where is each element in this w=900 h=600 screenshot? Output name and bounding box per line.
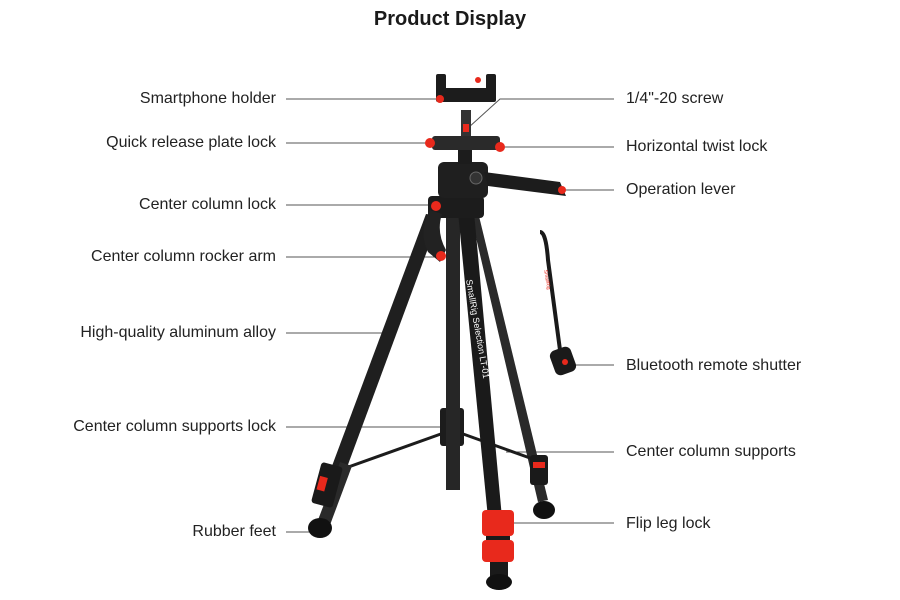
- rocker-arm: [423, 210, 446, 262]
- pan-head: [438, 162, 488, 198]
- tripod-illustration: SmallRig Selection LT-01 SmallRig: [308, 74, 577, 590]
- center-column: [446, 210, 460, 490]
- label-center-column-supports-lock: Center column supports lock: [73, 418, 276, 435]
- screw: [461, 110, 471, 136]
- left-foot: [308, 518, 332, 538]
- back-leg: [470, 212, 548, 502]
- label-center-column-rocker-arm: Center column rocker arm: [91, 248, 276, 265]
- left-leg: [332, 214, 440, 470]
- right-leader-lines: [467, 98, 614, 524]
- quick-release-plate: [432, 136, 500, 150]
- back-foot: [533, 501, 555, 519]
- leader-screw: [467, 98, 614, 129]
- label-flip-leg-lock: Flip leg lock: [626, 515, 711, 532]
- svg-text:SmallRig: SmallRig: [542, 269, 551, 290]
- front-foot: [486, 574, 512, 590]
- label-smartphone-holder: Smartphone holder: [139, 90, 276, 107]
- top-collar: [428, 196, 484, 218]
- smartphone-holder: [440, 88, 492, 102]
- label-rubber-feet: Rubber feet: [192, 523, 276, 540]
- back-leg-lock: [530, 455, 548, 485]
- label-horizontal-twist-lock: Horizontal twist lock: [626, 138, 768, 155]
- label-bluetooth-remote-shutter: Bluetooth remote shutter: [626, 357, 802, 374]
- remote-strap: [539, 230, 562, 351]
- left-leader-lines: [286, 98, 448, 533]
- flip-lock-upper: [482, 510, 514, 536]
- diagram-title: Product Display: [373, 8, 527, 30]
- label-quick-release-plate-lock: Quick release plate lock: [106, 134, 276, 151]
- label-center-column-lock: Center column lock: [139, 196, 276, 213]
- left-leg-lock: [311, 462, 343, 508]
- label-center-column-supports: Center column supports: [626, 443, 796, 460]
- label-aluminum-alloy: High-quality aluminum alloy: [80, 324, 276, 341]
- label-screw: 1/4"-20 screw: [626, 90, 724, 107]
- label-operation-lever: Operation lever: [626, 181, 736, 198]
- operation-lever: [484, 172, 566, 196]
- flip-lock-lower: [482, 540, 514, 562]
- front-leg: [458, 212, 502, 518]
